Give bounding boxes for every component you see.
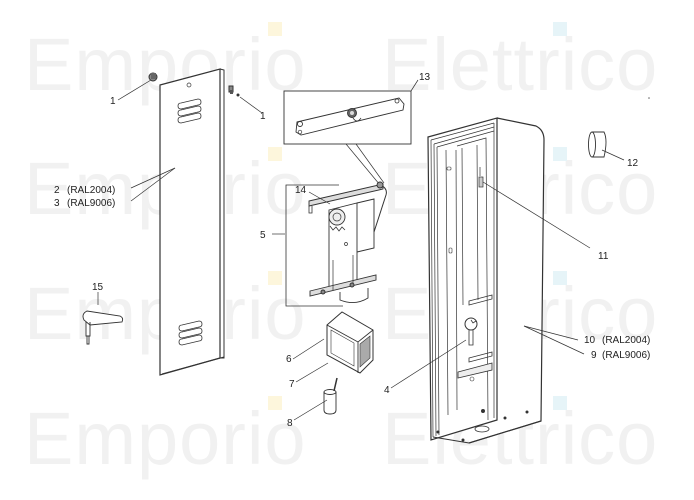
callout-8: 8 <box>287 418 293 429</box>
callout-13: 13 <box>419 72 431 83</box>
callout-14: 14 <box>295 185 307 196</box>
callout-10-note: (RAL2004) <box>602 335 650 346</box>
callout-2-note: (RAL2004) <box>67 185 115 196</box>
callout-15: 15 <box>92 282 104 293</box>
callout-5: 5 <box>260 230 266 241</box>
callout-3: 3 <box>54 198 60 209</box>
gearmotor-part-5 <box>285 181 387 307</box>
handle-key-part-15 <box>82 310 124 345</box>
callout-7: 7 <box>289 379 295 390</box>
control-box-part-6-7 <box>326 311 374 374</box>
column-housing-part-9-10 <box>427 117 545 444</box>
callout-4: 4 <box>384 385 390 396</box>
callout-1-left: 1 <box>110 96 116 107</box>
callout-10: 10 <box>584 335 596 346</box>
callout-9-note: (RAL9006) <box>602 350 650 361</box>
bushing-part-12 <box>588 131 607 158</box>
callout-11: 11 <box>598 251 609 262</box>
capacitor-part-8 <box>323 377 338 415</box>
callout-12: 12 <box>627 158 639 169</box>
callout-9: 9 <box>591 350 597 361</box>
callout-2: 2 <box>54 185 60 196</box>
knob-part-1 <box>148 72 158 82</box>
stray-dot <box>648 97 650 99</box>
arm-detail-part-13 <box>283 90 412 145</box>
door-panel <box>159 68 225 376</box>
callout-1-right: 1 <box>260 111 266 122</box>
callout-3-note: (RAL9006) <box>67 198 115 209</box>
latch-part-1 <box>228 85 240 97</box>
callout-6: 6 <box>286 354 292 365</box>
